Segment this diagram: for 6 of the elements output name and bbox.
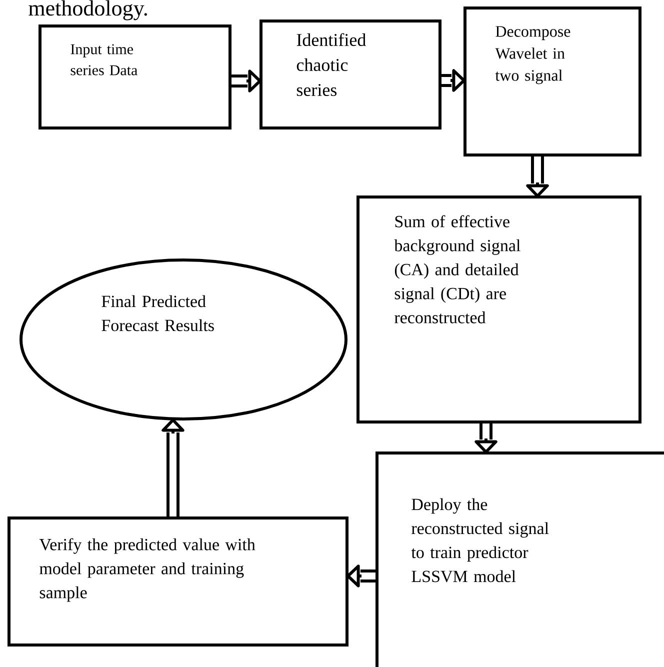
process-box: Sum of effective background signal (CA) and detailed signal (CDt) are reconstructed [356,196,642,424]
process-box: Decompose Wavelet in two signal [464,6,642,156]
process-box: Verify the predicted value with model parameter and training sample [8,516,348,646]
process-box: Input time series Data [38,24,232,130]
process-box: Deploy the reconstructed signal to train predictor LSSVM model [376,452,664,667]
process-box: Identified chaotic series [260,20,442,130]
